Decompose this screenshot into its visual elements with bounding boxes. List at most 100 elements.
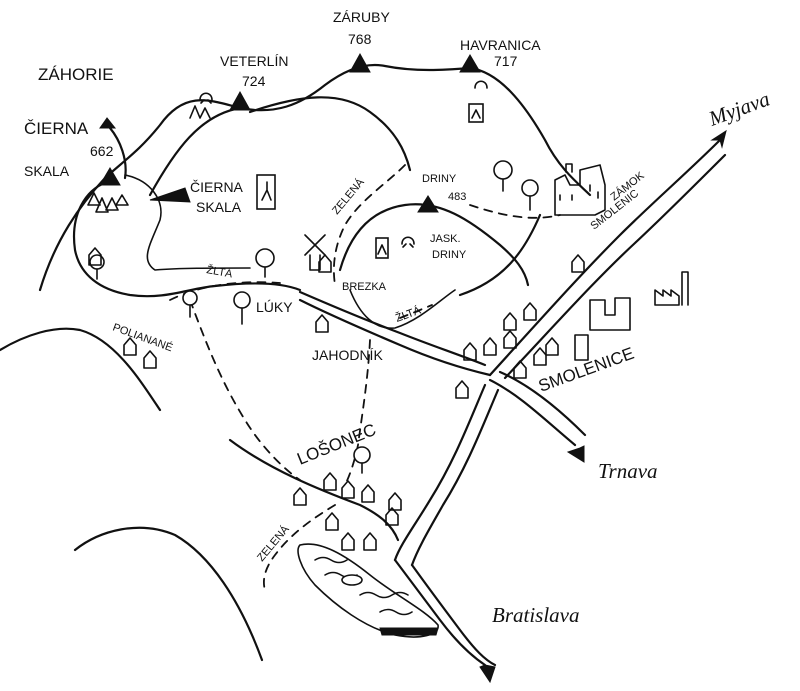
peak-cierna-skala-name1: ČIERNA bbox=[24, 119, 89, 138]
road-jahodnik-smolenice bbox=[298, 298, 492, 377]
houses-group bbox=[88, 247, 585, 551]
place-jahodnik: JAHODNÍK bbox=[312, 347, 383, 363]
house-icon bbox=[143, 350, 157, 369]
house-icon bbox=[463, 342, 477, 361]
house-icon bbox=[388, 492, 402, 511]
peak-veterlin-elev: 724 bbox=[242, 73, 266, 89]
rock-icon bbox=[87, 105, 211, 213]
windmill-icon bbox=[304, 234, 326, 271]
peak-driny-elev: 483 bbox=[448, 191, 466, 203]
house-icon bbox=[571, 254, 585, 273]
house-icon bbox=[88, 247, 102, 266]
place-cierna-skala-rock1: ČIERNA bbox=[190, 179, 244, 195]
trail-zelena-north bbox=[332, 164, 406, 286]
house-icon bbox=[315, 314, 329, 333]
peak-cierna-skala-name2: SKALA bbox=[24, 163, 70, 179]
factory-icon bbox=[574, 297, 631, 361]
road-to-trnava bbox=[488, 378, 577, 447]
tree-icon bbox=[353, 446, 371, 474]
trail-label-zlta-west: ŽLTÁ bbox=[205, 263, 234, 280]
house-icon bbox=[503, 312, 517, 331]
place-luky: LÚKY bbox=[256, 299, 293, 315]
region-zahorie: ZÁHORIE bbox=[38, 65, 114, 84]
climber-icon bbox=[256, 174, 276, 210]
house-icon bbox=[483, 337, 497, 356]
tree-icon bbox=[255, 248, 275, 278]
trail-zlta-east bbox=[399, 304, 433, 319]
climber-icon bbox=[375, 237, 389, 259]
trail-jahodnik-losonec bbox=[344, 339, 371, 486]
road-jahodnik-smolenice-2 bbox=[298, 290, 487, 367]
place-cierna-skala-rock2: SKALA bbox=[196, 199, 242, 215]
place-smolenice: SMOLENICE bbox=[536, 344, 637, 396]
mountain-peak-icon bbox=[149, 187, 191, 203]
destination-trnava: Trnava bbox=[598, 459, 658, 483]
peak-zaruby-name: ZÁRUBY bbox=[333, 9, 390, 25]
driny-inner-line bbox=[349, 289, 456, 329]
arrow-icon bbox=[710, 129, 727, 149]
house-icon bbox=[323, 472, 337, 491]
peak-veterlin-name: VETERLÍN bbox=[220, 53, 288, 69]
destination-myjava: Myjava bbox=[705, 87, 773, 131]
mountain-peak-icon bbox=[229, 90, 251, 111]
mountain-peak-icon bbox=[417, 195, 439, 213]
house-icon bbox=[293, 487, 307, 506]
house-icon bbox=[545, 337, 559, 356]
arrow-icon bbox=[479, 664, 496, 684]
trail-luky-losonec bbox=[189, 299, 301, 481]
tree-icon bbox=[521, 179, 539, 211]
western-ridge-line bbox=[148, 106, 242, 197]
tree-icon bbox=[89, 254, 105, 280]
arrow-icon bbox=[99, 117, 117, 129]
house-icon bbox=[523, 302, 537, 321]
mountain-peak-icon bbox=[99, 167, 121, 186]
house-icon bbox=[385, 507, 399, 526]
road-losonec-south bbox=[393, 383, 487, 562]
place-brezka: BREZKA bbox=[342, 281, 387, 293]
trail-zelena-south bbox=[262, 504, 336, 591]
cierna-skala-inner bbox=[124, 174, 251, 271]
road-to-trnava-2 bbox=[498, 370, 587, 437]
peak-havranica-name: HAVRANICA bbox=[460, 37, 541, 53]
road-to-myjava-2 bbox=[503, 153, 727, 380]
mountain-peak-icon bbox=[459, 54, 481, 73]
cave-icon bbox=[474, 80, 488, 89]
house-icon bbox=[318, 254, 332, 273]
house-icon bbox=[123, 337, 137, 356]
road-to-bratislava bbox=[393, 558, 487, 667]
southwest-hill-line bbox=[73, 526, 264, 662]
place-jaskyna-driny-2: DRINY bbox=[432, 249, 467, 261]
house-icon bbox=[363, 532, 377, 551]
peak-havranica-elev: 717 bbox=[494, 53, 518, 69]
place-polianane: POLIANANÉ bbox=[111, 321, 175, 355]
central-ridge-line bbox=[248, 96, 412, 172]
south-ridge-line bbox=[458, 213, 542, 297]
western-valley-line bbox=[0, 327, 162, 412]
arrow-icon bbox=[108, 126, 127, 180]
house-icon bbox=[341, 532, 355, 551]
cave-icon bbox=[401, 236, 415, 248]
road-losonec-south-2 bbox=[410, 388, 500, 567]
lake-icon bbox=[297, 543, 439, 638]
house-icon bbox=[503, 330, 517, 349]
house-icon bbox=[325, 512, 339, 531]
house-icon bbox=[533, 347, 547, 366]
place-jaskyna-driny-1: JASK. bbox=[430, 233, 461, 245]
mountain-peak-icon bbox=[349, 52, 371, 73]
castle-icon bbox=[554, 163, 606, 216]
house-icon bbox=[455, 380, 469, 399]
cierna-skala-loop bbox=[72, 180, 302, 298]
house-icon bbox=[361, 484, 375, 503]
trail-zlta-west bbox=[169, 281, 281, 301]
road-to-myjava bbox=[488, 138, 722, 377]
cave-icon bbox=[199, 92, 213, 104]
peak-driny-name: DRINY bbox=[422, 173, 457, 185]
road-to-bratislava-2 bbox=[410, 563, 497, 667]
climber-icon bbox=[468, 103, 484, 123]
peak-zaruby-elev: 768 bbox=[348, 31, 372, 47]
trail-to-zamok bbox=[469, 204, 561, 219]
house-icon bbox=[341, 480, 355, 499]
tree-icon bbox=[182, 290, 198, 318]
arrow-icon bbox=[566, 445, 585, 463]
tree-icon bbox=[493, 160, 513, 192]
